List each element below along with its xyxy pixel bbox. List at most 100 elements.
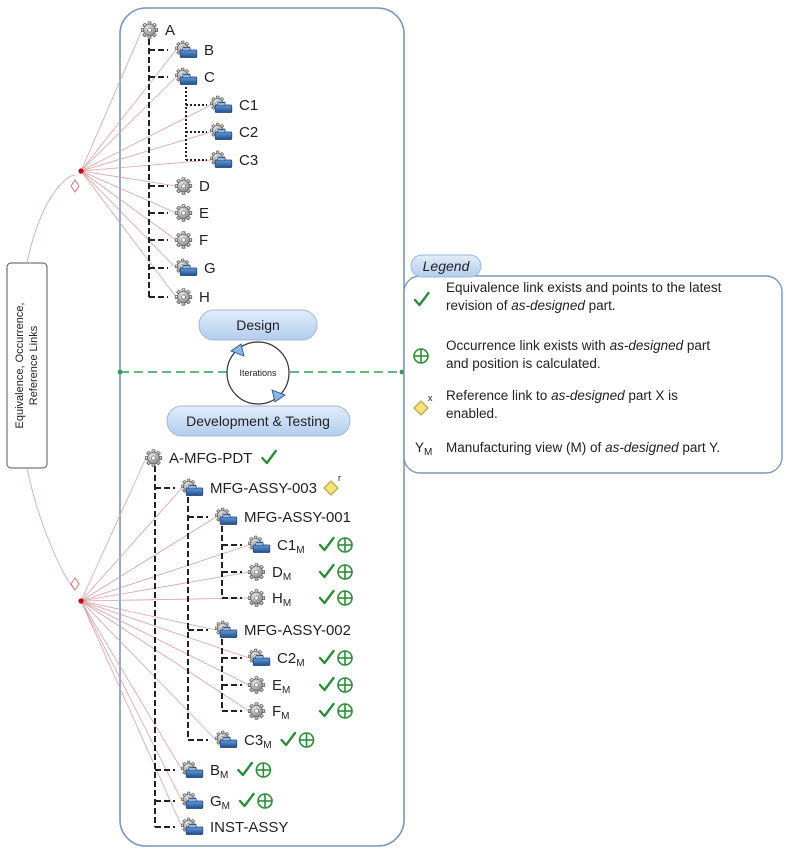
- equivalence-check-icon: [318, 589, 335, 605]
- assembly-icon: [175, 68, 196, 84]
- design-node-label: C: [204, 69, 215, 86]
- development-node-a-mfg-pdt[interactable]: A-MFG-PDT: [144, 449, 278, 467]
- design-node-f[interactable]: F: [174, 231, 208, 249]
- link-hub-development: [78, 598, 84, 604]
- equivalence-check-icon: [237, 761, 254, 777]
- design-node-a[interactable]: A: [140, 21, 175, 39]
- development-node-label: MFG-ASSY-003: [210, 480, 317, 497]
- assembly-icon: [181, 761, 202, 777]
- development-node-label: HM: [272, 590, 291, 609]
- cycle-arrow-icon: [230, 343, 245, 357]
- cycle-arrow-icon: [271, 389, 286, 403]
- development-node-inst-assy[interactable]: INST-ASSY: [181, 818, 288, 836]
- design-node-b[interactable]: B: [175, 41, 214, 59]
- occurrence-link-icon: [337, 537, 353, 553]
- occurrence-link-icon: [337, 677, 353, 693]
- side-label-box: Equivalence, Occurrence, Reference Links: [6, 262, 48, 469]
- occurrence-link-icon: [337, 650, 353, 666]
- equivalence-check-icon: [238, 792, 255, 808]
- design-node-c[interactable]: C: [175, 68, 215, 86]
- equivalence-check-icon: [318, 702, 335, 718]
- occurrence-link-icon: [255, 762, 272, 778]
- design-node-label: C2: [239, 124, 258, 141]
- equivalence-check-icon: [318, 536, 335, 552]
- development-node-label: EM: [272, 677, 290, 696]
- legend-item-occurrence-icon: Occurrence link exists with as-designed …: [413, 338, 710, 371]
- equivalence-check-icon: [261, 449, 278, 465]
- design-node-label: F: [199, 232, 208, 249]
- legend-title: Legend: [423, 258, 471, 274]
- design-node-label: H: [199, 289, 210, 306]
- assembly-icon: [175, 259, 196, 275]
- design-node-label: B: [204, 42, 214, 59]
- design-phase-pill[interactable]: Design: [198, 309, 318, 341]
- design-node-c1[interactable]: C1: [210, 96, 258, 114]
- iterations-cycle-circle: [226, 341, 290, 405]
- development-node-label: GM: [210, 793, 230, 812]
- diamond-marker-lower: [70, 577, 80, 591]
- assembly-icon: [210, 96, 231, 112]
- assembly-icon: [181, 479, 202, 495]
- assembly-icon: [175, 41, 196, 57]
- design-node-label: G: [204, 260, 216, 277]
- svg-text:r: r: [338, 473, 341, 483]
- development-node-fm[interactable]: FM: [247, 702, 353, 722]
- development-node-label: A-MFG-PDT: [169, 450, 252, 467]
- development-node-dm[interactable]: DM: [247, 563, 353, 583]
- development-node-gm[interactable]: GM: [181, 792, 273, 812]
- legend-title-pill: [410, 254, 482, 278]
- assembly-icon: [181, 818, 202, 834]
- legend-checkmark-icon: [413, 291, 430, 307]
- legend: Legend Equivalence link exists and point…: [403, 254, 783, 474]
- design-node-label: A: [165, 22, 175, 39]
- occurrence-link-icon: [337, 590, 353, 606]
- development-node-bm[interactable]: BM: [181, 761, 272, 781]
- development-node-em[interactable]: EM: [247, 676, 353, 696]
- development-node-mfg-assy-003[interactable]: MFG-ASSY-003 r: [181, 473, 341, 497]
- development-node-label: MFG-ASSY-002: [244, 622, 351, 639]
- part-icon: [247, 702, 266, 720]
- part-icon: [174, 231, 193, 249]
- development-node-label: C2M: [277, 650, 305, 669]
- assembly-icon: [210, 123, 231, 139]
- development-node-mfg-assy-002[interactable]: MFG-ASSY-002: [215, 621, 351, 639]
- design-node-c2[interactable]: C2: [210, 123, 258, 141]
- occurrence-link-icon: [257, 793, 273, 809]
- assembly-icon: [215, 731, 236, 747]
- part-icon: [144, 449, 163, 467]
- development-node-c2m[interactable]: C2M: [248, 649, 353, 669]
- assembly-icon: [215, 508, 236, 524]
- design-node-e[interactable]: E: [174, 204, 209, 222]
- iterations-cycle: Iterations: [117, 341, 405, 405]
- iterations-label: Iterations: [239, 368, 277, 378]
- part-icon: [174, 288, 193, 306]
- legend-item-checkmark-icon: Equivalence link exists and points to th…: [413, 280, 722, 313]
- part-icon: [247, 563, 266, 581]
- design-node-d[interactable]: D: [174, 177, 210, 195]
- development-phase-pill[interactable]: Development & Testing: [166, 405, 351, 437]
- design-node-c3[interactable]: C3: [210, 151, 258, 169]
- design-node-label: C3: [239, 152, 258, 169]
- development-node-label: MFG-ASSY-001: [244, 509, 351, 526]
- side-label-line-1: Equivalence, Occurrence,: [14, 303, 26, 429]
- development-node-label: BM: [210, 762, 228, 781]
- legend-item-text: Occurrence link exists with as-designed …: [446, 338, 710, 353]
- development-node-hm[interactable]: HM: [247, 589, 353, 609]
- legend-item-text: Equivalence link exists and points to th…: [446, 280, 722, 295]
- assembly-icon: [215, 621, 236, 637]
- assembly-icon: [181, 792, 202, 808]
- side-label-line-2: Reference Links: [28, 325, 40, 405]
- development-node-mfg-assy-001[interactable]: MFG-ASSY-001: [215, 508, 351, 526]
- design-node-g[interactable]: G: [175, 259, 216, 277]
- design-node-h[interactable]: H: [174, 288, 210, 306]
- equivalence-check-icon: [280, 731, 297, 747]
- development-node-label: C3M: [244, 732, 272, 751]
- svg-text:x: x: [428, 393, 433, 403]
- design-node-label: E: [199, 205, 209, 222]
- development-node-c3m[interactable]: C3M: [215, 731, 315, 751]
- development-node-c1m[interactable]: C1M: [248, 536, 353, 556]
- equivalence-check-icon: [318, 563, 335, 579]
